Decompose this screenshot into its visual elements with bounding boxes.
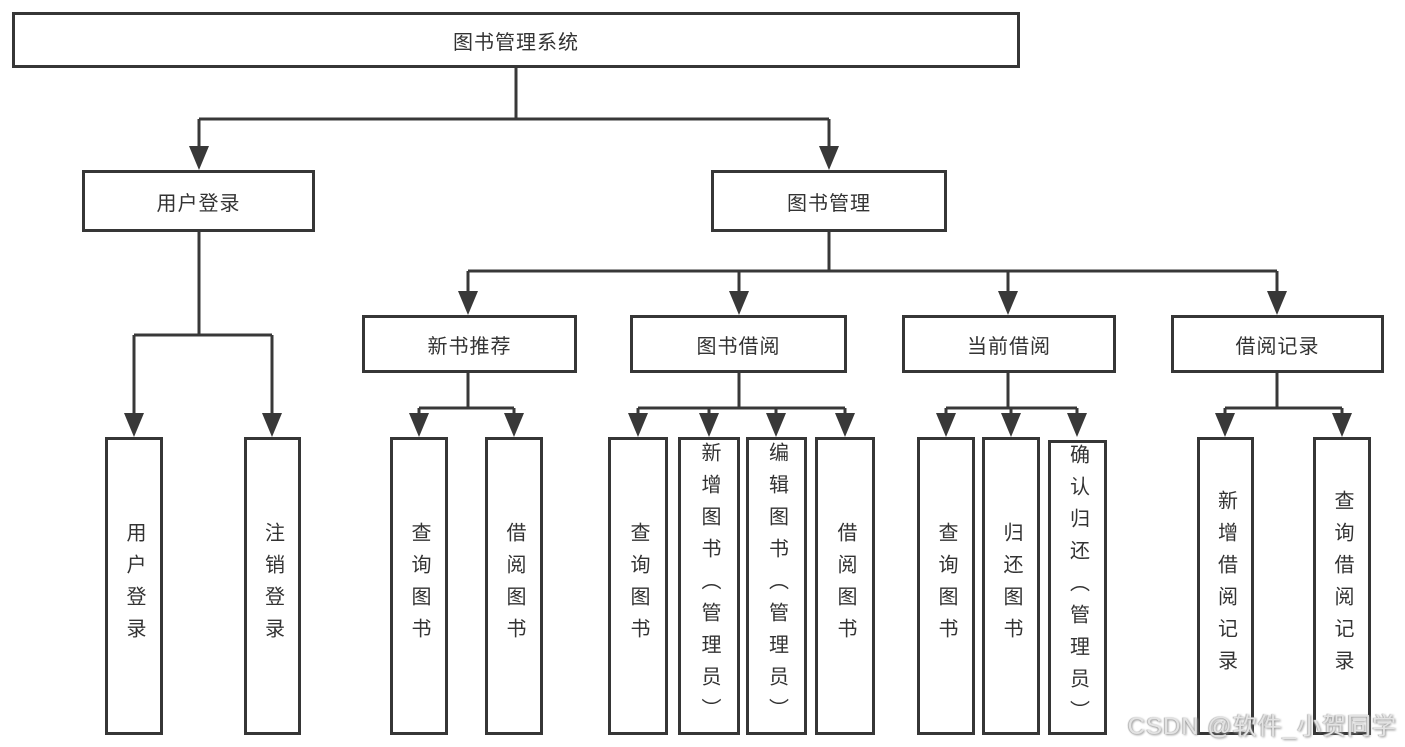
- leaf-return-books: 归还图书: [982, 437, 1040, 735]
- leaf-borrow-books: 借阅图书: [815, 437, 875, 735]
- leaf-query-books: 查询图书: [608, 437, 668, 735]
- arrowheads: [124, 146, 1352, 437]
- leaf-user-login: 用户登录: [105, 437, 163, 735]
- node-book-management: 图书管理: [711, 170, 947, 232]
- node-user-login: 用户登录: [82, 170, 315, 232]
- leaf-logout-login: 注销登录: [244, 437, 301, 735]
- leaf-edit-book-admin: 编辑图书（管理员）: [746, 437, 807, 735]
- node-library-system: 图书管理系统: [12, 12, 1020, 68]
- leaf-query-books: 查询图书: [390, 437, 448, 735]
- leaf-add-borrow-record: 新增借阅记录: [1197, 437, 1254, 735]
- leaf-add-book-admin: 新增图书（管理员）: [678, 437, 740, 735]
- leaf-borrow-books: 借阅图书: [485, 437, 543, 735]
- node-book-borrowing: 图书借阅: [630, 315, 847, 373]
- node-current-borrowing: 当前借阅: [902, 315, 1116, 373]
- node-new-book-recommend: 新书推荐: [362, 315, 577, 373]
- node-borrow-records: 借阅记录: [1171, 315, 1384, 373]
- leaf-query-books: 查询图书: [917, 437, 975, 735]
- leaf-query-borrow-record: 查询借阅记录: [1313, 437, 1371, 735]
- leaf-confirm-return-admin: 确认归还（管理员）: [1048, 440, 1107, 735]
